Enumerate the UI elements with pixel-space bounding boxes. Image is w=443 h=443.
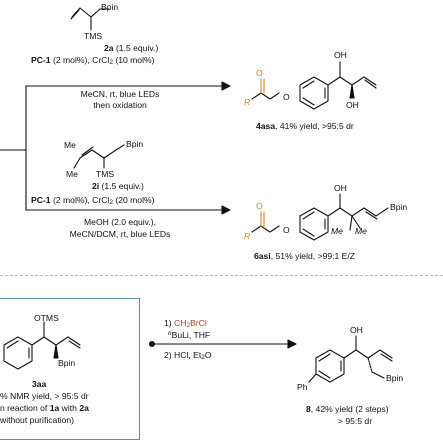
product-6asi-me1: Me (331, 226, 343, 236)
product-6asi-structure (251, 193, 389, 241)
reagent-2i-bpin: Bpin (126, 139, 144, 149)
bottom-step2-sub: 2 (201, 354, 205, 361)
top-catalyst-line: PC-1 (2 mol%), CrCl2 (10 mol%) (31, 55, 155, 66)
top-conditions-line1: MeCN, rt, blue LEDs (80, 89, 160, 99)
bottom-step1-sub: 2 (186, 322, 191, 329)
intermediate-box (0, 298, 140, 440)
bottom-step1-prefix: 1) (164, 318, 175, 328)
reagent-2a-name: 2a (104, 43, 114, 53)
middle-conditions-line1: MeOH (2.0 equiv.), (84, 217, 156, 227)
product-8-caption: 8, 42% yield (2 steps) (306, 404, 389, 414)
product-4asa-r: R (244, 97, 251, 107)
bottom-step1b: nBuLi, THF (168, 330, 210, 340)
box-line2-start: n reaction of (0, 403, 50, 413)
reagent-2i-me1: Me (64, 140, 76, 150)
bottom-step1b-sup: n (168, 330, 172, 337)
product-4asa-name: 4asa (256, 121, 276, 131)
top-catalyst-rest: (2 mol%), CrCl (50, 55, 110, 65)
product-8-structure (308, 335, 393, 383)
compound-3aa-structure (3, 321, 81, 370)
reagent-2i-amount: 2i (1.5 equiv.) (92, 181, 144, 191)
middle-catalyst-rest: (2 mol%), CrCl (50, 195, 110, 205)
bottom-step2: 2) HCl, Et2O (164, 350, 212, 361)
reagent-2i-equiv: (1.5 equiv.) (99, 181, 144, 191)
product-4asa-oh-top: OH (334, 50, 347, 60)
reagent-2a-equiv: (1.5 equiv.) (113, 43, 159, 53)
product-4asa-carbonyl-o: O (256, 68, 263, 78)
middle-catalyst-tail: (20 mol%) (112, 195, 155, 205)
section-divider (0, 275, 443, 276)
box-line1: % NMR yield, > 95:5 dr (0, 391, 89, 401)
compound-3aa-otms: OTMS (34, 313, 59, 323)
reagent-2a-bpin: Bpin (101, 2, 119, 12)
product-6asi-bpin: Bpin (390, 202, 408, 212)
top-catalyst-sub: 2 (109, 59, 113, 66)
middle-conditions-line2: MeCN/DCM, rt, blue LEDs (69, 229, 171, 239)
middle-catalyst-pc: PC-1 (31, 195, 51, 205)
product-8-yield: , 42% yield (2 steps) (310, 404, 389, 414)
reaction-arrow-2 (25, 205, 231, 215)
product-6asi-carbonyl-o: O (256, 201, 263, 211)
product-8-name: 8 (306, 404, 311, 414)
product-8-ph: Ph (297, 382, 308, 392)
product-6asi-me2: Me (355, 226, 367, 236)
product-8-oh: OH (350, 325, 363, 335)
box-line2-2a: 2a (79, 403, 89, 413)
reagent-2a-structure (70, 7, 110, 31)
reagent-2i-name: 2i (92, 181, 100, 191)
product-6asi-name: 6asi (254, 251, 271, 261)
bottom-step2-prefix: 2) HCl, Et (164, 350, 202, 360)
product-4asa-oh-bottom: OH (346, 100, 359, 110)
product-6asi-caption: 6asi, 51% yield, >99:1 E/Z (254, 251, 355, 261)
reagent-2a-amount: 2a (1.5 equiv.) (104, 43, 158, 53)
product-4asa-o: O (283, 92, 290, 102)
product-4asa-caption: 4asa, 41% yield, >95:5 dr (256, 121, 354, 131)
box-line2-mid: with (59, 403, 80, 413)
reaction-arrow-3 (148, 339, 297, 349)
product-4asa-yield: , 41% yield, >95:5 dr (275, 121, 354, 131)
product-6asi-oh: OH (334, 183, 347, 193)
reagent-2i-tms: TMS (96, 169, 115, 179)
middle-catalyst-sub: 2 (109, 199, 113, 206)
reagent-2a-tms: TMS (84, 31, 103, 41)
product-4asa-structure (251, 61, 377, 110)
top-catalyst-tail: (10 mol%) (112, 55, 155, 65)
product-8-dr: > 95:5 dr (337, 416, 373, 426)
reaction-arrow-1 (25, 81, 231, 91)
left-bracket (0, 85, 27, 211)
box-line2-1a: 1a (49, 403, 60, 413)
product-6asi-yield: , 51% yield, >99:1 E/Z (270, 251, 356, 261)
bottom-step1-reagent: CH (174, 318, 187, 328)
compound-3aa-name: 3aa (32, 379, 47, 389)
product-6asi-o: O (283, 225, 290, 235)
product-8-bpin: Bpin (386, 373, 404, 383)
bottom-step1: 1) CH2BrCl (164, 318, 207, 329)
box-line2: n reaction of 1a with 2a (0, 403, 89, 413)
bottom-step2-tail: O (204, 350, 212, 360)
bottom-step1b-text: BuLi, THF (171, 330, 211, 340)
bottom-step1-reagent-tail: BrCl (190, 318, 207, 328)
reagent-2i-structure (73, 144, 125, 169)
reagent-2i-me2: Me (66, 169, 78, 179)
top-conditions-line2: then oxidation (93, 100, 147, 110)
box-line3: without purification) (0, 415, 75, 425)
compound-3aa-bpin: Bpin (58, 358, 76, 368)
top-catalyst-pc: PC-1 (31, 55, 51, 65)
middle-catalyst-line: PC-1 (2 mol%), CrCl2 (20 mol%) (31, 195, 155, 206)
product-6asi-r: R (244, 231, 251, 241)
